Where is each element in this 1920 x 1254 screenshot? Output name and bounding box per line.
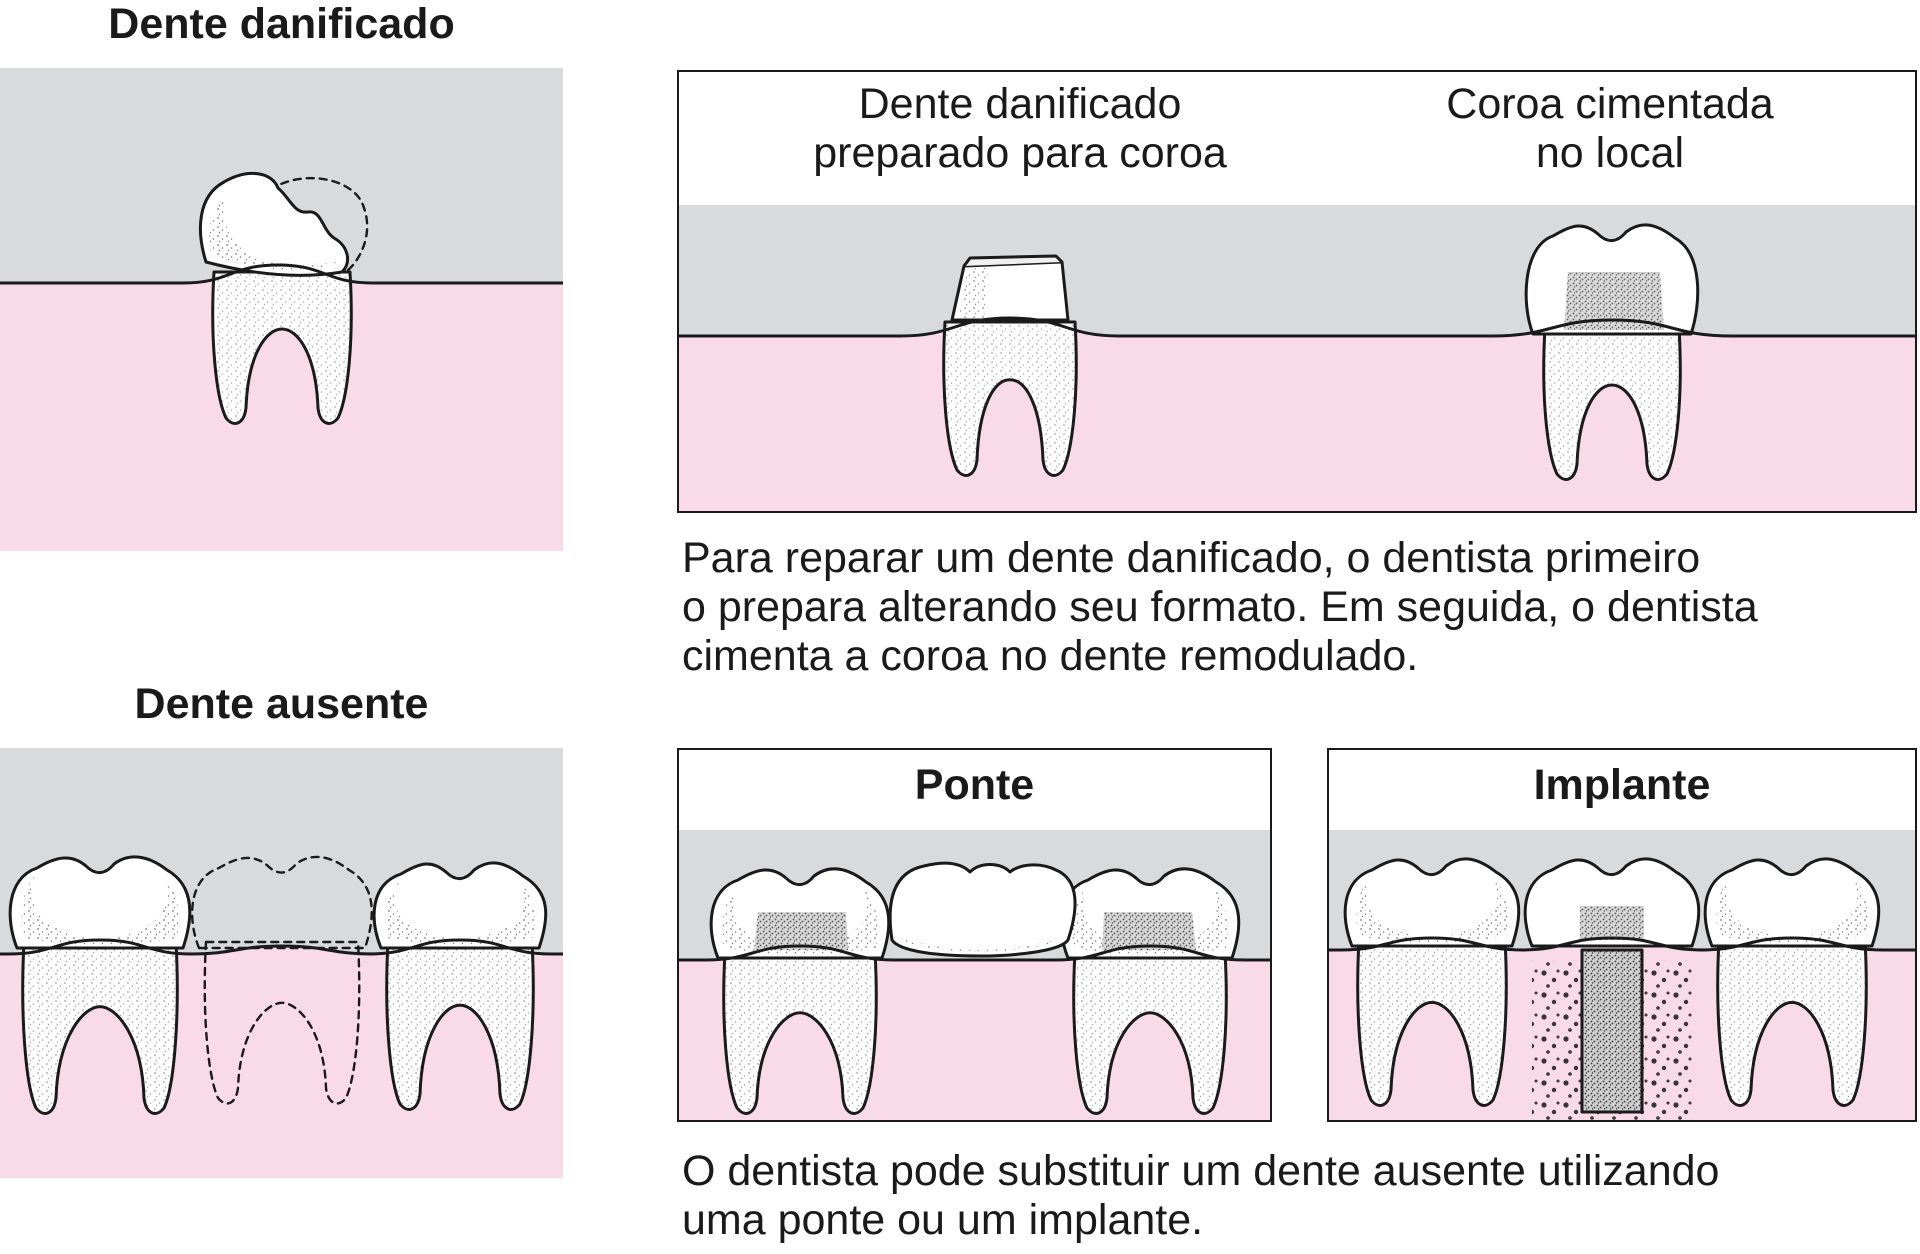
p5-left-molar-crown-shading [1356, 878, 1508, 943]
panel-implant [1327, 748, 1917, 1122]
caption-crown-procedure: Para reparar um dente danificado, o dent… [682, 534, 1758, 680]
heading-implant: Implante [1533, 761, 1711, 809]
label-prepared-tooth-line2: preparado para coroa [813, 129, 1227, 177]
p3-left-molar-crown-shading [21, 876, 179, 945]
label-prepared-tooth: Dente danificado preparado para coroa [700, 80, 1340, 178]
p2-prepared-stump-top [962, 254, 1064, 268]
p5-right-molar-crown-shading [1716, 878, 1868, 943]
p4-left-core [754, 912, 848, 950]
heading-bridge: Ponte [914, 761, 1035, 809]
p3-left-molar-crown [8, 855, 192, 950]
p1-gum [0, 265, 563, 551]
label-cemented-crown-line1: Coroa cimentada [1446, 80, 1774, 128]
p2-gumline [677, 316, 1917, 338]
p3-right-molar-roots-shading [386, 942, 534, 1110]
p1-gumline [0, 263, 563, 285]
p5-gumline [1327, 936, 1917, 952]
p4-right-abutment-roots-shading [1073, 952, 1227, 1114]
p4-pontic-shading [900, 938, 1062, 952]
p4-pontic [888, 861, 1077, 958]
p1-missing-part-outline [268, 177, 369, 272]
p5-abutment [1580, 906, 1644, 940]
label-cemented-crown-line2: no local [1535, 129, 1685, 177]
p3-right-molar-crown-shading [385, 882, 535, 945]
p4-gumline [677, 944, 1272, 962]
p3-missing-molar-crown [190, 855, 373, 950]
p1-damaged-crown-shading [209, 196, 338, 270]
p2-gum [677, 318, 1917, 513]
p2-crown-core [1564, 272, 1664, 330]
label-prepared-tooth-line1: Dente danificado [858, 80, 1182, 128]
label-cemented-crown: Coroa cimentada no local [1330, 80, 1890, 178]
p3-right-molar-crown [372, 861, 548, 950]
p2-prepared-stump-shading [958, 268, 988, 318]
p1-tooth-roots-shading [212, 272, 352, 424]
p2-crowned-roots-shading [1543, 328, 1681, 480]
p4-left-abutment-crown-shading [722, 888, 878, 955]
p4-right-abutment-crown-shading [1072, 888, 1228, 955]
p3-left-molar-roots-shading [22, 942, 178, 1114]
caption-replacement: O dentista pode substituir um dente ause… [682, 1147, 1720, 1244]
p3-gumline [0, 938, 563, 956]
panel-crown-procedure [677, 70, 1917, 513]
p4-right-core [1102, 912, 1196, 950]
panel-bridge [677, 748, 1272, 1122]
heading-damaged-tooth: Dente danificado [108, 0, 455, 48]
panel-damaged-tooth [0, 68, 563, 551]
p2-prepared-roots-shading [943, 322, 1077, 476]
p5-right-molar-roots-shading [1717, 940, 1867, 1106]
p5-implant-crown [1523, 857, 1701, 948]
p3-missing-molar-roots [203, 940, 361, 1105]
p4-left-abutment-roots-shading [723, 952, 877, 1114]
p5-left-molar-roots-shading [1357, 940, 1507, 1106]
p5-right-molar-crown [1703, 857, 1881, 948]
heading-missing-tooth: Dente ausente [134, 680, 429, 728]
panel-missing-tooth [0, 748, 563, 1178]
p5-implant-post [1580, 948, 1644, 1114]
p5-left-molar-crown [1343, 857, 1521, 948]
